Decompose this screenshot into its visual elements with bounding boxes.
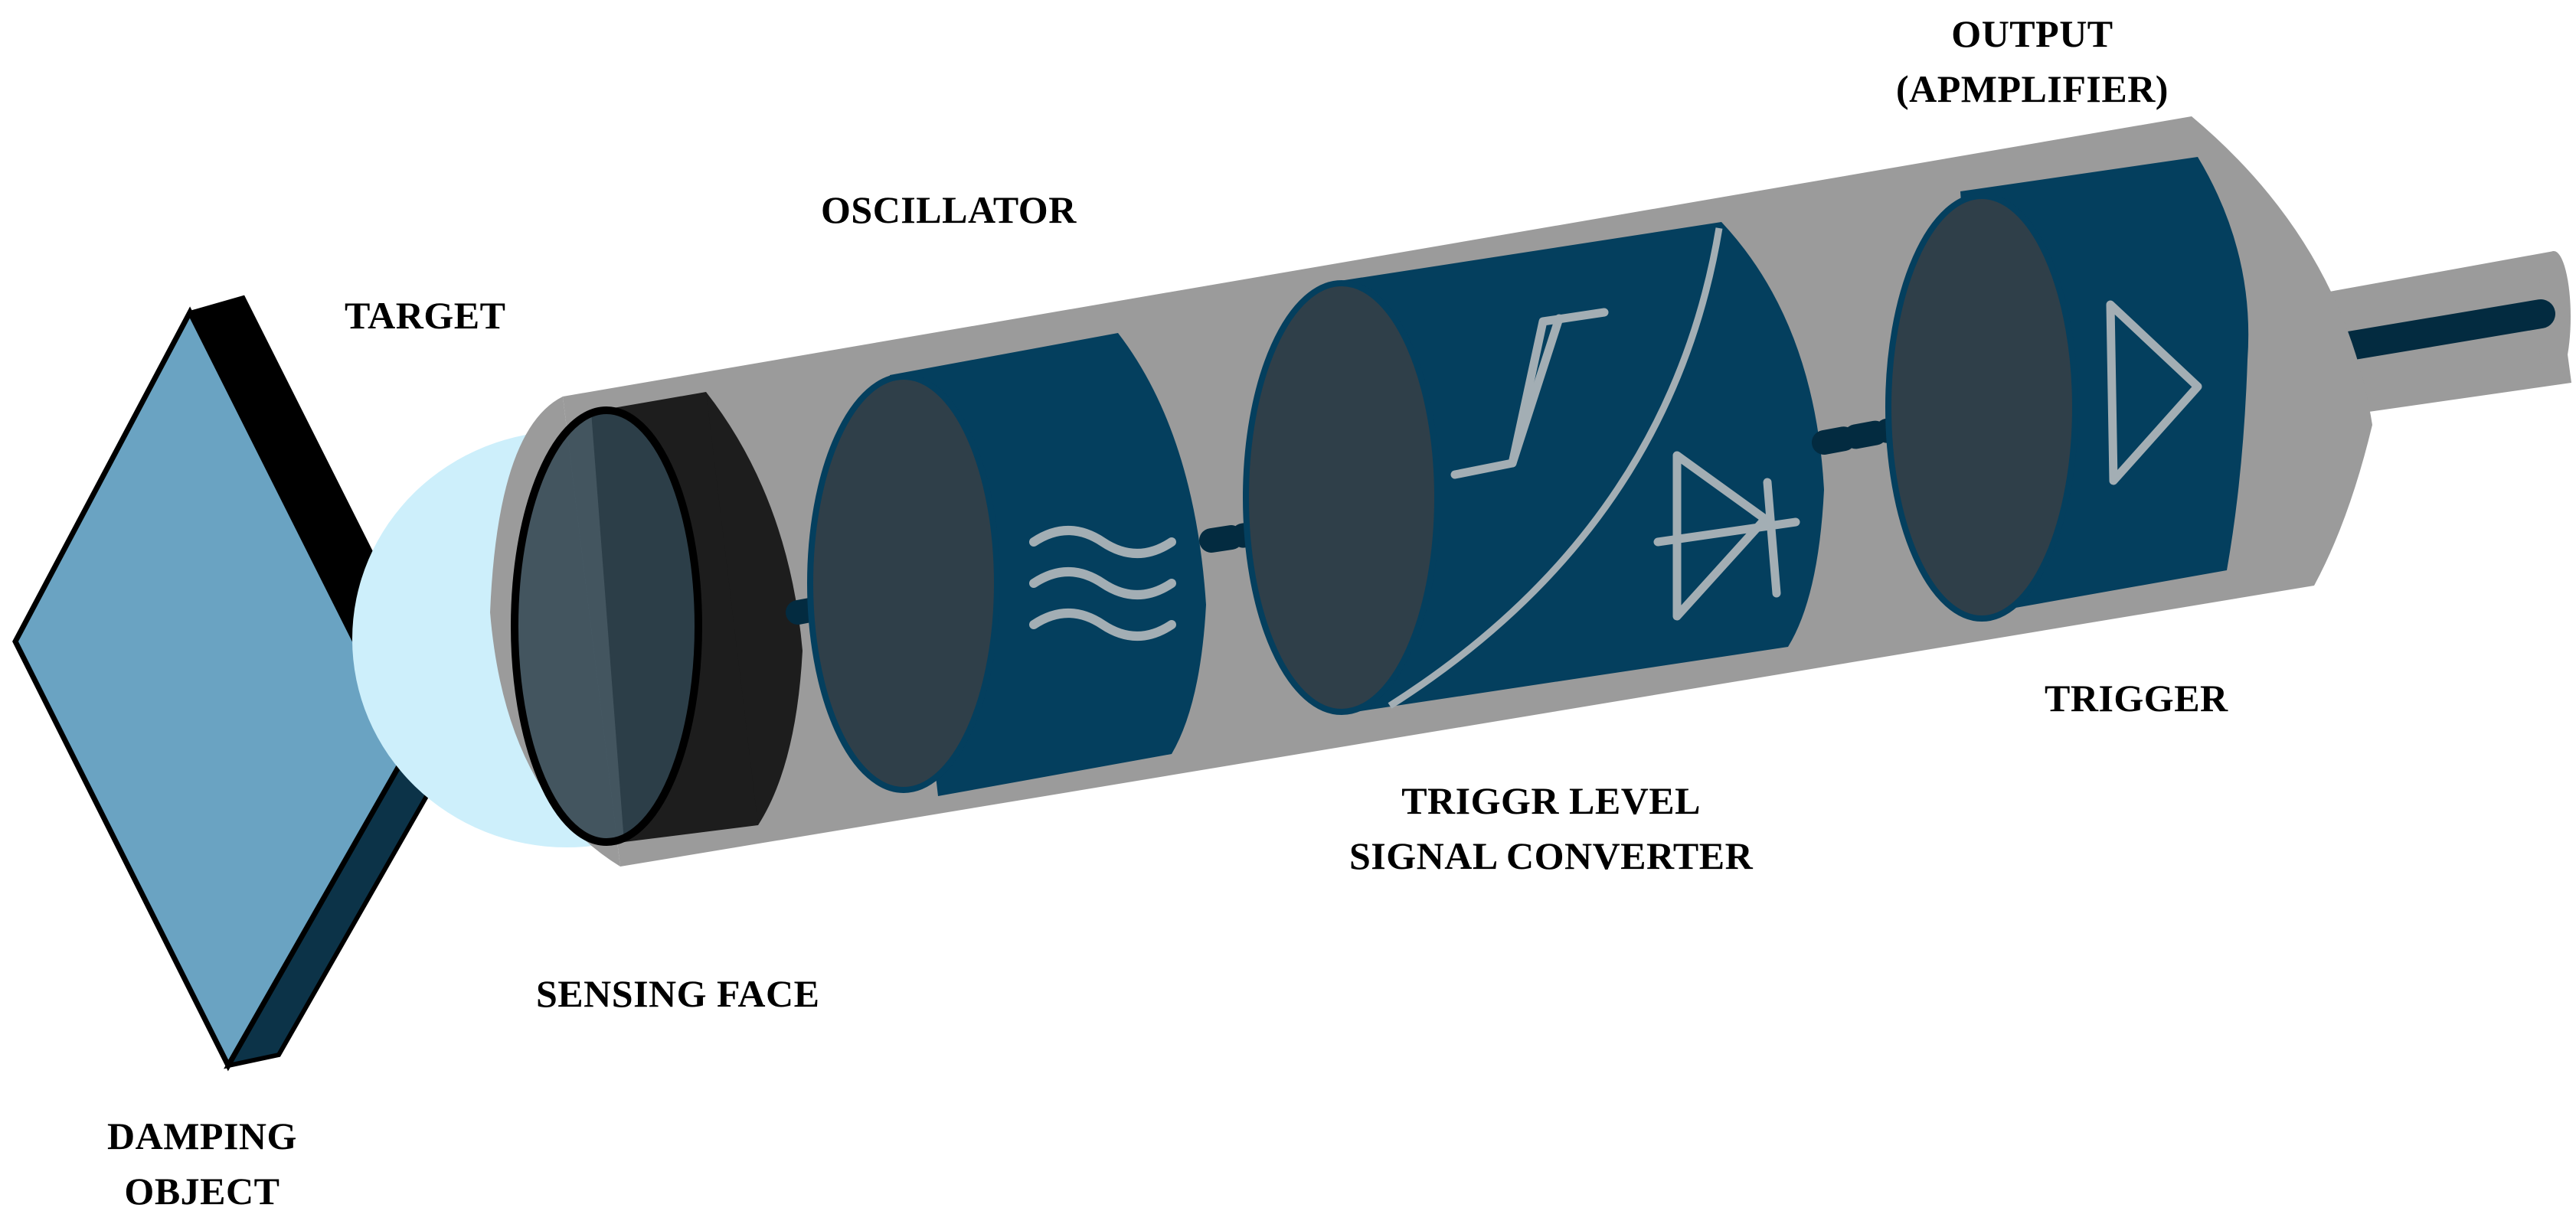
amplifier-face	[1885, 193, 2078, 622]
wave-icon	[1029, 526, 1176, 641]
amplifier-module	[1885, 157, 2249, 622]
trigger-label-text: TRIGGER	[2045, 677, 2228, 720]
trigger-level-converter-label-line-1: TRIGGR LEVEL	[1401, 779, 1702, 822]
amplifier-triangle-icon	[2106, 300, 2202, 485]
damping-object-label-line-2: OBJECT	[124, 1170, 280, 1213]
hysteresis-lower-path	[1508, 314, 1564, 468]
sensing-face-label: SENSING FACE	[536, 966, 819, 1021]
diode-icon	[1653, 451, 1800, 621]
damping-object-label-line-1: DAMPING	[107, 1115, 297, 1157]
damping-object-label: DAMPING OBJECT	[107, 1108, 297, 1219]
converter-divider-curve	[1388, 227, 1723, 709]
hysteresis-upper-path	[1450, 308, 1609, 479]
output-label-line-2: (APMPLIFIER)	[1896, 67, 2169, 110]
oscillator-module	[807, 333, 1206, 796]
hysteresis-icon	[1450, 308, 1609, 479]
signal-converter-module	[1243, 222, 1824, 715]
sensing-face-disc	[511, 406, 702, 846]
wave-line-3	[1029, 609, 1176, 641]
trigger-label: TRIGGER	[2045, 671, 2228, 726]
trigger-level-converter-label: TRIGGR LEVEL SIGNAL CONVERTER	[1349, 773, 1753, 883]
output-label-line-1: OUTPUT	[1951, 12, 2113, 55]
trigger-level-converter-label-line-2: SIGNAL CONVERTER	[1349, 834, 1754, 877]
oscillator-face	[807, 374, 1000, 793]
sensing-face-label-text: SENSING FACE	[536, 972, 820, 1015]
converter-face	[1243, 280, 1440, 715]
diode-bar	[1763, 478, 1781, 598]
wave-line-2	[1029, 567, 1176, 599]
sensing-ring-back	[706, 392, 803, 825]
output-amplifier-label: OUTPUT (APMPLIFIER)	[1896, 6, 2169, 116]
oscillator-label-text: OSCILLATOR	[821, 188, 1077, 231]
wave-line-1	[1029, 526, 1176, 558]
target-label: TARGET	[345, 288, 505, 343]
target-label-text: TARGET	[345, 294, 506, 337]
sensing-face-ring	[511, 392, 803, 846]
diode-lead	[1653, 517, 1800, 547]
target-face	[12, 306, 412, 1072]
oscillator-label: OSCILLATOR	[821, 182, 1077, 237]
